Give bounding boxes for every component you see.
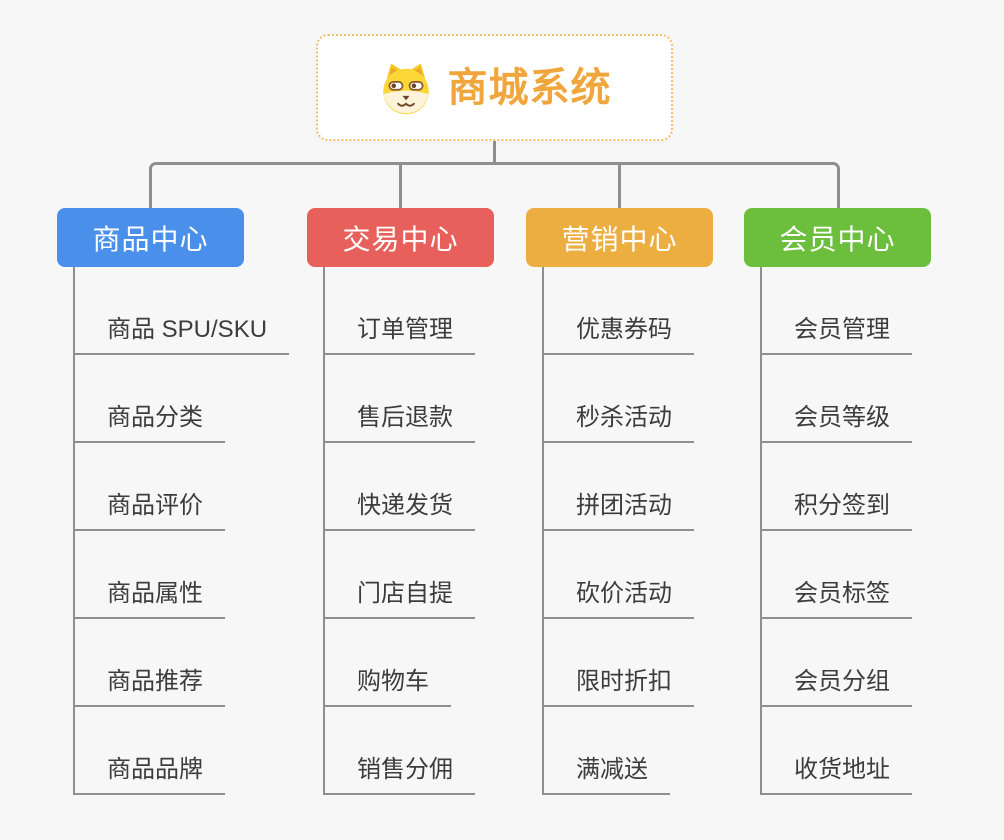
subtopic-node[interactable]: 门店自提 [325,531,475,619]
subtopic-node[interactable]: 会员等级 [762,355,912,443]
root-topic-title: 商城系统 [447,65,612,110]
branch-children-member-center: 会员管理 会员等级 积分签到 会员标签 会员分组 收货地址 [760,267,912,795]
branch-product-center: 商品中心 商品 SPU/SKU 商品分类 商品评价 商品属性 商品推荐 商品品牌 [57,208,290,795]
subtopic-node[interactable]: 优惠券码 [544,267,694,355]
dog-face-icon [382,63,429,114]
branch-trade-center: 交易中心 订单管理 售后退款 快递发货 门店自提 购物车 销售分佣 [307,208,494,795]
subtopic-node[interactable]: 售后退款 [325,355,475,443]
subtopic-node[interactable]: 购物车 [325,619,451,707]
branch-header-marketing-center[interactable]: 营销中心 [526,208,713,267]
subtopic-node[interactable]: 商品 SPU/SKU [75,267,290,355]
branch-children-trade-center: 订单管理 售后退款 快递发货 门店自提 购物车 销售分佣 [323,267,475,795]
subtopic-node[interactable]: 收货地址 [762,707,912,795]
subtopic-node[interactable]: 商品分类 [75,355,225,443]
branch-header-trade-center[interactable]: 交易中心 [307,208,494,267]
subtopic-node[interactable]: 会员标签 [762,531,912,619]
subtopic-node[interactable]: 会员分组 [762,619,912,707]
branch-children-marketing-center: 优惠券码 秒杀活动 拼团活动 砍价活动 限时折扣 满减送 [542,267,694,795]
branch-header-member-center[interactable]: 会员中心 [744,208,931,267]
subtopic-node[interactable]: 砍价活动 [544,531,694,619]
branch-header-product-center[interactable]: 商品中心 [57,208,244,267]
branch-bus-connector [149,162,840,210]
subtopic-node[interactable]: 满减送 [544,707,670,795]
branch-drop-connector [399,165,402,210]
branch-drop-connector [618,165,621,210]
branch-marketing-center: 营销中心 优惠券码 秒杀活动 拼团活动 砍价活动 限时折扣 满减送 [526,208,713,795]
subtopic-node[interactable]: 商品属性 [75,531,225,619]
subtopic-node[interactable]: 限时折扣 [544,619,694,707]
branch-children-product-center: 商品 SPU/SKU 商品分类 商品评价 商品属性 商品推荐 商品品牌 [73,267,290,795]
subtopic-node[interactable]: 快递发货 [325,443,475,531]
subtopic-node[interactable]: 商品推荐 [75,619,225,707]
subtopic-node[interactable]: 会员管理 [762,267,912,355]
subtopic-node[interactable]: 积分签到 [762,443,912,531]
subtopic-node[interactable]: 秒杀活动 [544,355,694,443]
subtopic-node[interactable]: 拼团活动 [544,443,694,531]
subtopic-node[interactable]: 销售分佣 [325,707,475,795]
subtopic-node[interactable]: 商品评价 [75,443,225,531]
subtopic-node[interactable]: 订单管理 [325,267,475,355]
subtopic-node[interactable]: 商品品牌 [75,707,225,795]
branch-member-center: 会员中心 会员管理 会员等级 积分签到 会员标签 会员分组 收货地址 [744,208,931,795]
root-stem-connector [493,141,496,164]
root-topic-node[interactable]: 商城系统 [316,34,673,141]
